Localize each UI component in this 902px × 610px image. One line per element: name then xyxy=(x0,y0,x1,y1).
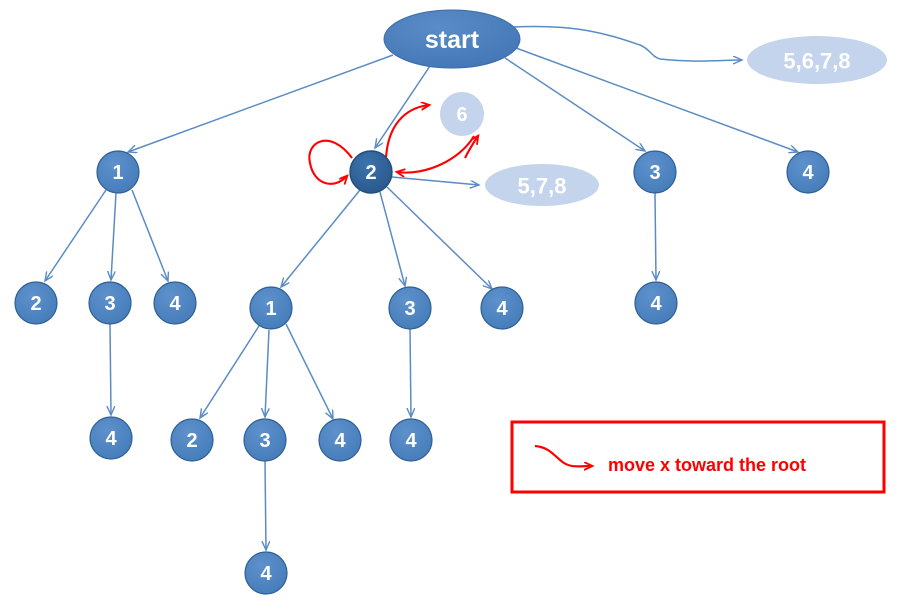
node-3-right[interactable] xyxy=(633,150,677,194)
node-4-mid-deepest-label: 4 xyxy=(260,563,272,585)
edge-mr3-to-4 xyxy=(410,328,411,417)
node-2-mid-child[interactable] xyxy=(170,418,214,462)
node-4-mid-far-right[interactable] xyxy=(480,286,524,330)
node-2-left-child[interactable] xyxy=(14,281,58,325)
red-arrow-2-to-6 xyxy=(384,105,429,159)
node-3-left-child[interactable] xyxy=(88,281,132,325)
node-2-mid-child-label: 2 xyxy=(186,430,197,452)
red-arrow-group xyxy=(308,105,478,185)
node-4-right-child[interactable] xyxy=(634,281,678,325)
node-4-left-child-label: 4 xyxy=(169,293,181,315)
legend-label: move x toward the root xyxy=(608,455,806,475)
edge-start-to-1 xyxy=(128,54,394,152)
edge-1-to-2 xyxy=(45,189,107,281)
edge-start-to-3 xyxy=(504,57,645,151)
node-4-mid-right-child-label: 4 xyxy=(405,430,417,452)
node-3-mid-child-label: 3 xyxy=(259,430,270,452)
set-node-group: 5,6,7,8 5,7,8 xyxy=(485,36,887,206)
node-3-mid-right-label: 3 xyxy=(404,298,415,320)
legend-curved-arrow-icon xyxy=(534,444,592,466)
red-arrow-6-to-2 xyxy=(397,135,475,173)
node-2-highlighted[interactable] xyxy=(349,150,393,194)
edge-start-to-2 xyxy=(375,65,431,148)
legend-box xyxy=(510,420,886,494)
node-4-left-grandchild-label: 4 xyxy=(105,428,117,450)
edge-1-to-4 xyxy=(131,189,168,281)
node-6-label: 6 xyxy=(456,104,467,126)
edge-2-to-1 xyxy=(281,189,361,287)
edge-start-to-set5678 xyxy=(512,25,742,61)
edge-m1-to-4 xyxy=(285,323,333,419)
set-node-5678-label: 5,6,7,8 xyxy=(783,49,850,74)
node-4-mid-far-right-label: 4 xyxy=(496,298,508,320)
node-4-mid-deepest[interactable] xyxy=(244,551,288,595)
node-2-left-child-label: 2 xyxy=(30,293,41,315)
node-start[interactable] xyxy=(383,9,521,69)
legend: move x toward the root xyxy=(510,420,886,494)
set-node-5678[interactable] xyxy=(747,36,887,84)
node-4-far-right[interactable] xyxy=(786,150,830,194)
edge-1-to-3 xyxy=(111,192,117,280)
edge-m3-to-4 xyxy=(265,460,266,550)
node-3-left-child-label: 3 xyxy=(104,293,115,315)
node-start-label: start xyxy=(425,26,480,54)
node-4-mid-right-child[interactable] xyxy=(389,418,433,462)
node-4-mid-child-label: 4 xyxy=(334,430,346,452)
node-4-far-right-label: 4 xyxy=(802,162,814,184)
edge-2-to-set578 xyxy=(391,176,479,185)
edge-2-to-3 xyxy=(379,191,405,286)
edge-r3-to-4 xyxy=(655,192,656,280)
node-4-mid-child[interactable] xyxy=(318,418,362,462)
red-arrow-into-6-head xyxy=(464,136,478,159)
node-3-right-label: 3 xyxy=(649,162,660,184)
edge-m1-to-2 xyxy=(200,325,260,418)
set-node-578[interactable] xyxy=(485,164,599,206)
node-3-mid-child[interactable] xyxy=(243,418,287,462)
edge-group-blue xyxy=(45,25,798,550)
edge-m1-to-3 xyxy=(265,329,270,417)
node-2-highlighted-label: 2 xyxy=(365,162,376,184)
node-4-left-child[interactable] xyxy=(153,281,197,325)
node-4-left-grandchild[interactable] xyxy=(89,416,133,460)
node-group: start 6 1 2 3 4 4 2 1 2 3 xyxy=(14,9,830,595)
node-6[interactable] xyxy=(440,92,484,136)
node-4-right-child-label: 4 xyxy=(650,293,662,315)
set-node-578-label: 5,7,8 xyxy=(518,174,567,199)
node-3-mid-right[interactable] xyxy=(388,286,432,330)
node-1-mid[interactable] xyxy=(249,286,293,330)
red-self-loop-arrow xyxy=(308,139,353,185)
edge-l3-to-l4 xyxy=(110,323,111,415)
node-1-mid-label: 1 xyxy=(265,298,276,320)
edge-2-to-4 xyxy=(386,186,492,289)
node-1-left[interactable] xyxy=(96,150,140,194)
edge-start-to-4 xyxy=(515,47,798,152)
node-1-left-label: 1 xyxy=(112,162,123,184)
